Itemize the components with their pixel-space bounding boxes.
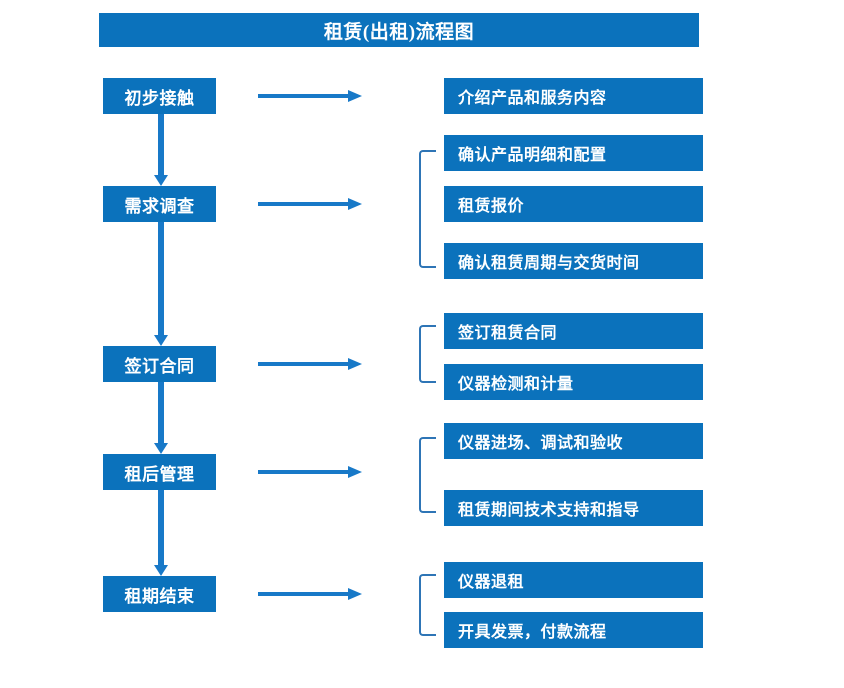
vertical-arrow-icon bbox=[153, 114, 169, 186]
detail-box-sign-rental-contract[interactable]: 签订租赁合同 bbox=[444, 313, 703, 349]
group-bracket-post-rental-management bbox=[419, 437, 436, 513]
arrow-head bbox=[348, 90, 362, 102]
detail-box-invoice-payment[interactable]: 开具发票，付款流程 bbox=[444, 612, 703, 648]
detail-box-introduce-products[interactable]: 介绍产品和服务内容 bbox=[444, 78, 703, 114]
horizontal-arrow-icon bbox=[258, 88, 364, 104]
detail-box-instrument-installation[interactable]: 仪器进场、调试和验收 bbox=[444, 423, 703, 459]
detail-box-instrument-return[interactable]: 仪器退租 bbox=[444, 562, 703, 598]
arrow-head bbox=[348, 198, 362, 210]
detail-box-instrument-inspection[interactable]: 仪器检测和计量 bbox=[444, 364, 703, 400]
group-bracket-sign-contract bbox=[419, 325, 436, 383]
arrow-head bbox=[348, 358, 362, 370]
arrow-shaft bbox=[158, 222, 164, 335]
horizontal-arrow-icon bbox=[258, 196, 364, 212]
arrow-shaft bbox=[158, 382, 164, 443]
vertical-arrow-icon bbox=[153, 222, 169, 346]
arrow-head bbox=[154, 443, 168, 454]
arrow-shaft bbox=[258, 362, 350, 366]
stage-box-post-rental-management[interactable]: 租后管理 bbox=[103, 454, 216, 490]
arrow-shaft bbox=[158, 490, 164, 565]
detail-box-confirm-rental-period[interactable]: 确认租赁周期与交货时间 bbox=[444, 243, 703, 279]
detail-box-confirm-product-details[interactable]: 确认产品明细和配置 bbox=[444, 135, 703, 171]
flowchart-title: 租赁(出租)流程图 bbox=[99, 13, 699, 47]
detail-box-rental-quotation[interactable]: 租赁报价 bbox=[444, 186, 703, 222]
vertical-arrow-icon bbox=[153, 382, 169, 454]
horizontal-arrow-icon bbox=[258, 464, 364, 480]
stage-box-initial-contact[interactable]: 初步接触 bbox=[103, 78, 216, 114]
arrow-head bbox=[154, 565, 168, 576]
arrow-head bbox=[154, 335, 168, 346]
vertical-arrow-icon bbox=[153, 490, 169, 576]
arrow-head bbox=[348, 466, 362, 478]
horizontal-arrow-icon bbox=[258, 586, 364, 602]
arrow-head bbox=[154, 175, 168, 186]
stage-box-requirement-survey[interactable]: 需求调查 bbox=[103, 186, 216, 222]
detail-box-technical-support[interactable]: 租赁期间技术支持和指导 bbox=[444, 490, 703, 526]
group-bracket-rental-end bbox=[419, 574, 436, 636]
arrow-shaft bbox=[258, 94, 350, 98]
arrow-head bbox=[348, 588, 362, 600]
arrow-shaft bbox=[258, 202, 350, 206]
group-bracket-requirement-survey bbox=[419, 150, 436, 268]
stage-box-rental-end[interactable]: 租期结束 bbox=[103, 576, 216, 612]
stage-box-sign-contract[interactable]: 签订合同 bbox=[103, 346, 216, 382]
horizontal-arrow-icon bbox=[258, 356, 364, 372]
arrow-shaft bbox=[158, 114, 164, 175]
arrow-shaft bbox=[258, 592, 350, 596]
arrow-shaft bbox=[258, 470, 350, 474]
